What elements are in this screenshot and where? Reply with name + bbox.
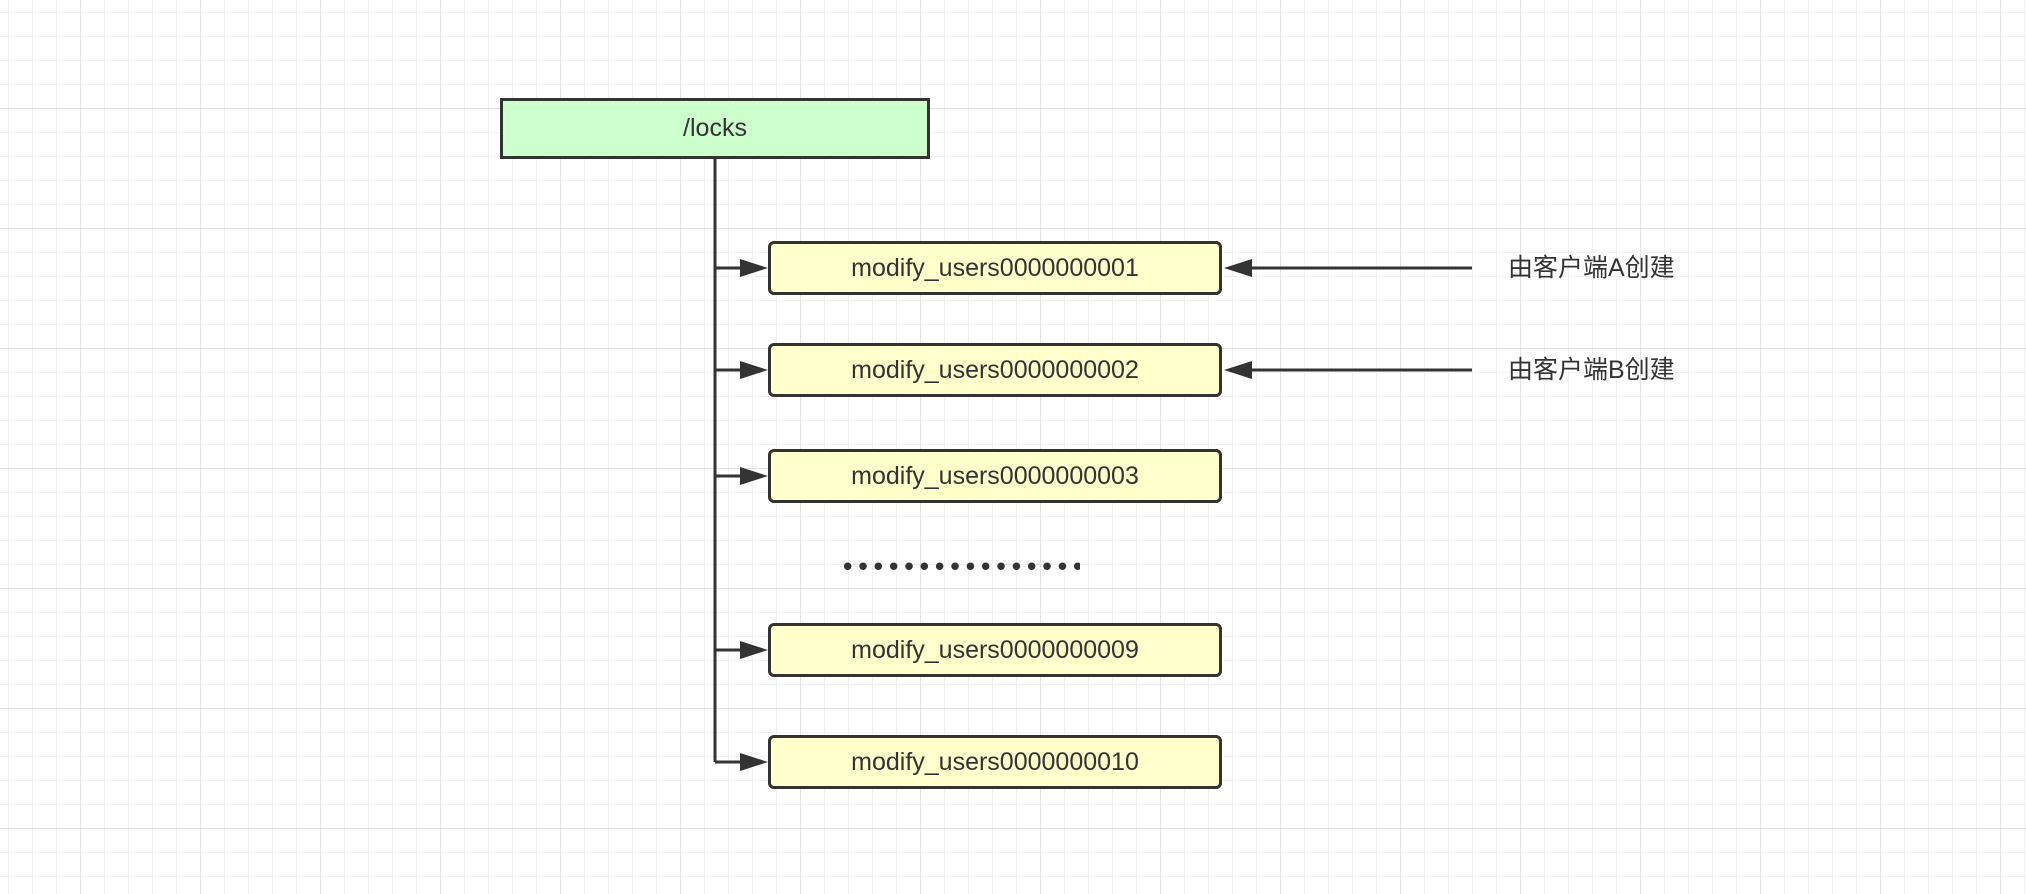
lock-node-label: modify_users0000000010	[851, 747, 1139, 776]
branch-arrowhead-1	[740, 259, 768, 277]
lock-node-label: modify_users0000000003	[851, 461, 1139, 490]
lock-node-1: modify_users0000000001	[768, 241, 1222, 295]
lock-node-label: modify_users0000000001	[851, 253, 1139, 282]
lock-node-2: modify_users0000000002	[768, 343, 1222, 397]
root-node-label: /locks	[683, 114, 747, 142]
annotation-client-b: 由客户端B创建	[1508, 356, 1675, 384]
annotation-arrowhead-a	[1224, 259, 1252, 277]
branch-arrowhead-2	[740, 361, 768, 379]
lock-node-3: modify_users0000000003	[768, 449, 1222, 503]
annotation-arrowhead-b	[1224, 361, 1252, 379]
branch-arrowhead-9	[740, 641, 768, 659]
annotation-client-a: 由客户端A创建	[1508, 254, 1675, 282]
lock-node-label: modify_users0000000009	[851, 635, 1139, 664]
root-node-locks: /locks	[500, 98, 930, 159]
lock-node-label: modify_users0000000002	[851, 355, 1139, 384]
branch-arrowhead-3	[740, 467, 768, 485]
lock-node-9: modify_users0000000009	[768, 623, 1222, 677]
branch-arrowhead-10	[740, 753, 768, 771]
lock-node-10: modify_users0000000010	[768, 735, 1222, 789]
omitted-nodes-ellipsis: •••••••••••••••••••••	[840, 553, 1080, 583]
